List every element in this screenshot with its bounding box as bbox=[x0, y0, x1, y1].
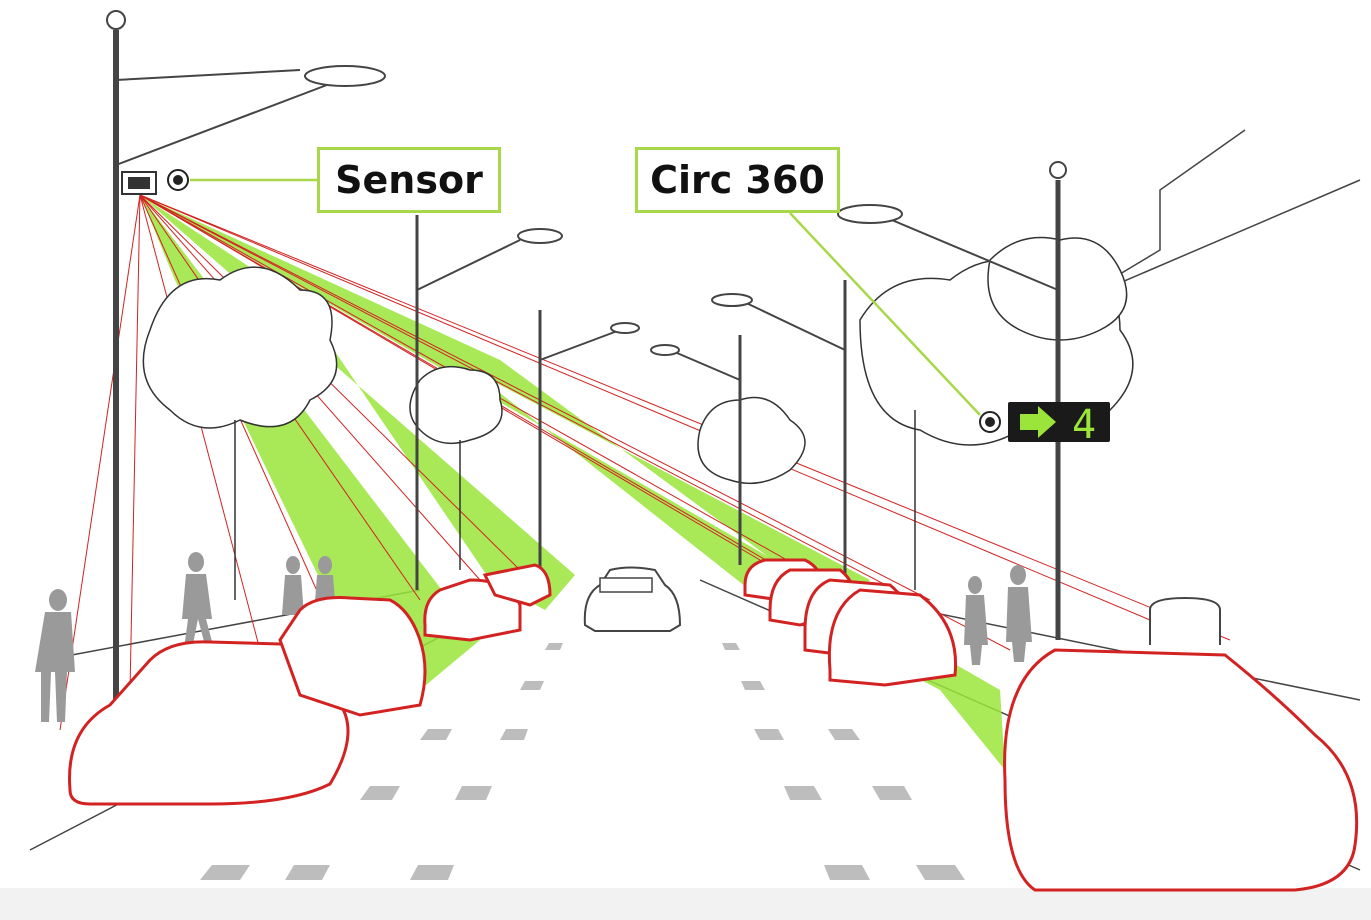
pedestrians bbox=[35, 552, 1032, 722]
sign-number: 4 bbox=[1072, 402, 1096, 448]
right-arrow-icon bbox=[1020, 406, 1056, 438]
driving-car bbox=[583, 566, 682, 632]
trees bbox=[142, 236, 1134, 600]
car-right-front bbox=[1003, 648, 1359, 892]
trash-bin bbox=[1149, 596, 1221, 645]
footer-strip bbox=[0, 888, 1371, 920]
circ360-label: Circ 360 bbox=[635, 147, 840, 213]
sensor-device-icon bbox=[121, 169, 189, 195]
circ360-sensor-icon bbox=[979, 411, 1001, 433]
car-left-4 bbox=[482, 563, 552, 607]
car-left-2 bbox=[278, 596, 427, 717]
label-connectors bbox=[190, 178, 981, 416]
parked-cars bbox=[68, 558, 1359, 892]
guidance-sign bbox=[1008, 402, 1110, 442]
car-right-4 bbox=[827, 588, 958, 687]
street-lamps bbox=[106, 10, 1067, 700]
lane-dashes bbox=[200, 643, 1070, 880]
sensor-label: Sensor bbox=[317, 147, 501, 213]
scan-lines bbox=[59, 194, 1231, 731]
